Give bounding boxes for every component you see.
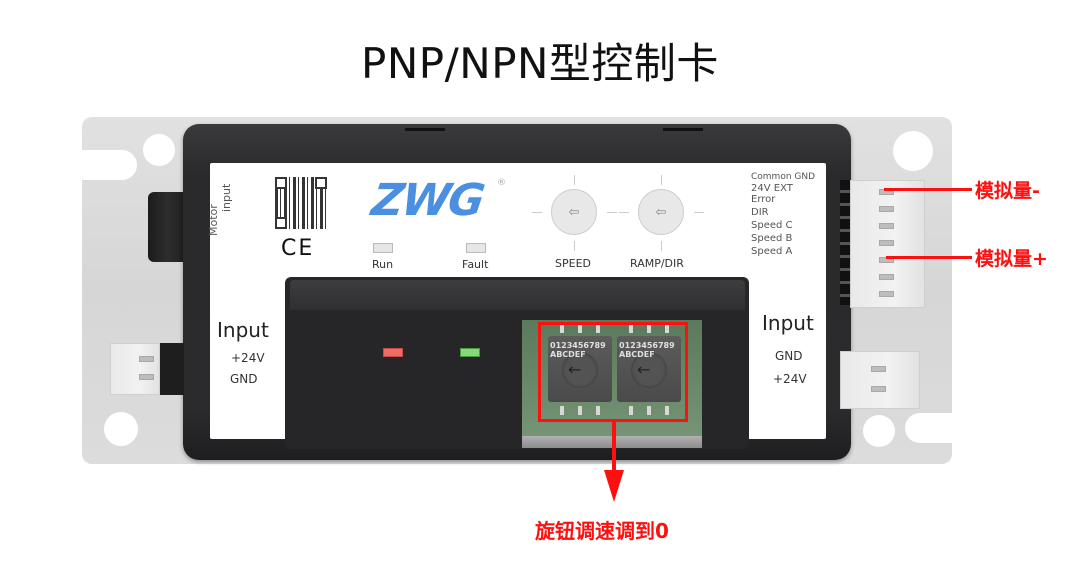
left-power-connector bbox=[110, 343, 160, 395]
right-input-title: Input bbox=[762, 311, 814, 335]
housing-notch bbox=[663, 128, 703, 131]
ramp-dir-label: RAMP/DIR bbox=[630, 257, 684, 270]
run-label: Run bbox=[372, 258, 394, 271]
ce-mark: CE bbox=[281, 236, 315, 261]
motor-label: Motor bbox=[207, 204, 220, 236]
qr-code bbox=[275, 177, 327, 229]
terminal-label: Speed B bbox=[751, 233, 793, 244]
annotation-arrow-shaft bbox=[612, 422, 616, 484]
ramp-dir-knob[interactable]: ⇦ bbox=[638, 189, 684, 235]
terminal-label: Error bbox=[751, 194, 776, 205]
terminal-label: Common GND bbox=[751, 172, 816, 182]
rotary-digits: 0123456789ABCDEF bbox=[550, 341, 606, 359]
mount-hole-top-right bbox=[893, 131, 933, 171]
window-bezel bbox=[290, 280, 745, 310]
analog-plus-leader bbox=[886, 256, 972, 259]
run-led bbox=[383, 348, 403, 357]
left-input-pin-24v: +24V bbox=[231, 351, 265, 365]
mount-hole-bottom-right bbox=[863, 415, 895, 447]
input-label: input bbox=[220, 183, 233, 212]
rotary-switch-1[interactable]: 0123456789ABCDEF ← bbox=[548, 324, 612, 420]
speed-knob[interactable]: ⇦ bbox=[551, 189, 597, 235]
analog-minus-label: 模拟量- bbox=[975, 180, 1040, 202]
annotation-arrow-head bbox=[604, 470, 624, 502]
mount-hole-bottom-left bbox=[104, 412, 138, 446]
terminal-label: Speed C bbox=[751, 220, 793, 231]
ramp-dir-knob-group: ⇦ bbox=[619, 175, 707, 255]
mount-slot-left bbox=[82, 150, 137, 180]
brand-logo: ZWG bbox=[368, 175, 487, 226]
right-input-pin-gnd: GND bbox=[775, 349, 803, 363]
right-power-connector bbox=[840, 351, 920, 409]
page-title: PNP/NPN型控制卡 bbox=[361, 39, 719, 88]
terminal-label: DIR bbox=[751, 207, 769, 218]
speed-label: SPEED bbox=[555, 257, 591, 270]
housing-notch bbox=[405, 128, 445, 131]
arrow-left-icon: ⇦ bbox=[655, 204, 667, 220]
signal-connector bbox=[850, 180, 925, 308]
run-indicator-window bbox=[373, 243, 393, 253]
left-input-title: Input bbox=[217, 318, 269, 342]
fault-label: Fault bbox=[462, 258, 489, 271]
speed-knob-group: ⇦ bbox=[532, 175, 620, 255]
rotary-switch-highlight bbox=[538, 322, 688, 422]
mount-hole-top-left bbox=[143, 134, 175, 166]
registered-mark: ® bbox=[497, 178, 506, 188]
arrow-left-icon: ← bbox=[568, 360, 582, 379]
fault-indicator-window bbox=[466, 243, 486, 253]
arrow-left-icon: ⇦ bbox=[568, 204, 580, 220]
terminal-label: Speed A bbox=[751, 246, 793, 257]
knob-speed-note: 旋钮调速调到0 bbox=[535, 519, 669, 543]
rotary-digits: 0123456789ABCDEF bbox=[619, 341, 675, 359]
terminal-label: 24V EXT bbox=[751, 183, 793, 194]
signal-connector-header bbox=[840, 180, 852, 305]
rotary-switch-2[interactable]: 0123456789ABCDEF ← bbox=[617, 324, 681, 420]
left-input-pin-gnd: GND bbox=[230, 372, 258, 386]
right-input-pin-24v: +24V bbox=[773, 372, 807, 386]
arrow-left-icon: ← bbox=[637, 360, 651, 379]
left-connector-header bbox=[160, 343, 184, 395]
rotary-dial[interactable] bbox=[562, 352, 598, 388]
analog-plus-label: 模拟量+ bbox=[975, 248, 1048, 270]
mount-slot-right bbox=[905, 413, 952, 443]
fault-led bbox=[460, 348, 480, 357]
analog-minus-leader bbox=[884, 188, 972, 191]
rotary-dial[interactable] bbox=[631, 352, 667, 388]
signal-terminal-labels: Common GND 24V EXT Error DIR Speed C Spe… bbox=[751, 172, 815, 257]
